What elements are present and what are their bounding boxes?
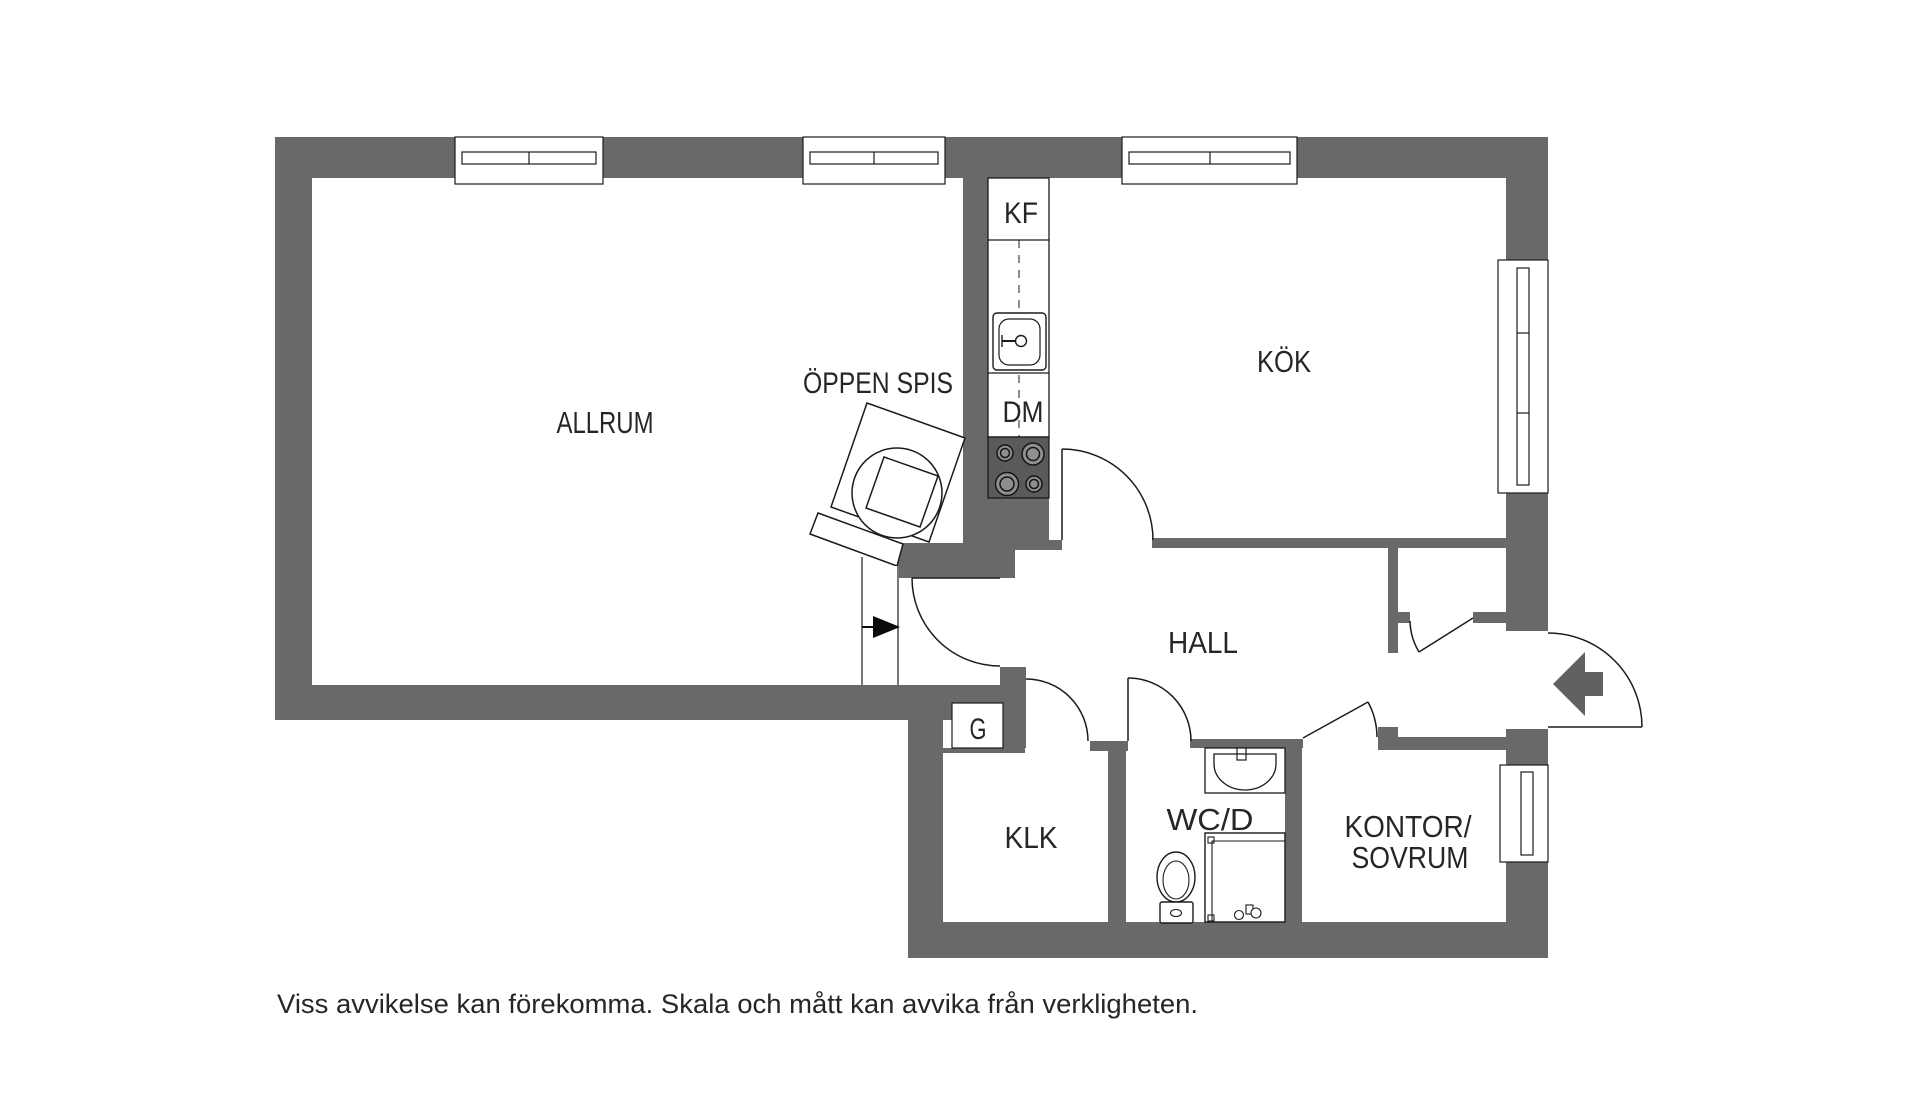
room-label-kontor-line2: SOVRUM xyxy=(1352,840,1469,875)
kontor-door-arc xyxy=(1367,701,1378,738)
disclaimer-text: Viss avvikelse kan förekomma. Skala och … xyxy=(277,989,1198,1019)
window-top-left xyxy=(454,136,604,185)
vestibule-door-arc xyxy=(1409,620,1420,653)
room-label-wcd: WC/D xyxy=(1167,802,1254,837)
kontor-door-leaf xyxy=(1302,701,1369,739)
room-label-kontor-line1: KONTOR/ xyxy=(1345,809,1472,844)
klk-door-arc xyxy=(1025,678,1089,742)
direction-arrow-icon xyxy=(873,616,900,638)
fireplace-icon xyxy=(809,402,966,567)
kitchen-counter xyxy=(987,177,1050,438)
label-kf: KF xyxy=(1004,197,1038,230)
window-top-middle xyxy=(802,136,946,185)
window-east-kitchen xyxy=(1497,259,1549,494)
kitchen-door-arc xyxy=(1061,448,1154,541)
entrance-arrow-icon xyxy=(1553,652,1603,716)
window-top-right xyxy=(1121,136,1298,185)
label-g: G xyxy=(970,713,987,746)
label-dm: DM xyxy=(1003,396,1044,429)
toilet-icon xyxy=(1156,851,1196,924)
g-closet xyxy=(951,702,1004,749)
bathroom-fixtures xyxy=(1156,747,1286,924)
passage-marker xyxy=(861,557,900,685)
windows xyxy=(454,136,1549,863)
walls xyxy=(275,137,1548,958)
allrum-door-arc xyxy=(911,577,1001,667)
kitchen-sink-icon xyxy=(992,312,1047,371)
bathroom-sink-icon xyxy=(1204,747,1286,794)
entry-door xyxy=(1506,631,1643,729)
shower-icon xyxy=(1204,832,1286,923)
window-east-kontor xyxy=(1499,764,1549,863)
stove-icon xyxy=(987,436,1050,499)
room-label-allrum: ALLRUM xyxy=(557,405,654,440)
door-swings xyxy=(911,448,1474,742)
vestibule-door-leaf xyxy=(1418,617,1474,653)
wc-door-arc xyxy=(1127,677,1192,742)
room-label-klk: KLK xyxy=(1005,820,1058,855)
label-oppen-spis: ÖPPEN SPIS xyxy=(803,367,953,400)
room-label-hall: HALL xyxy=(1168,625,1238,660)
room-label-kok: KÖK xyxy=(1257,344,1311,379)
